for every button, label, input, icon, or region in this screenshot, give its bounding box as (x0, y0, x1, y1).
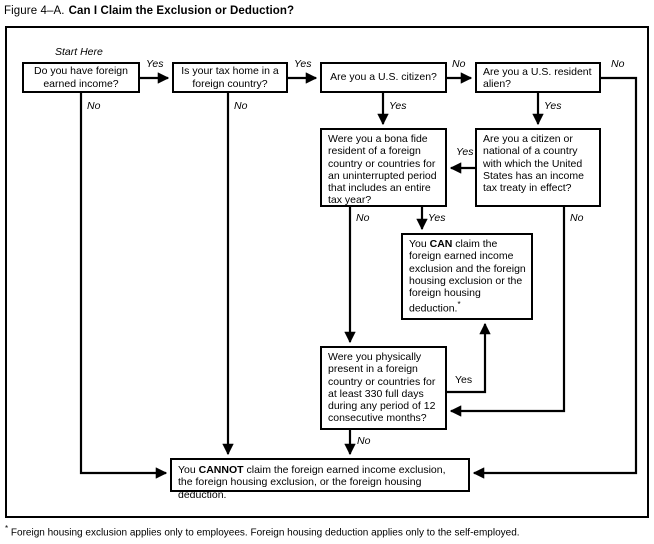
edge-label-q5-yes: Yes (428, 212, 446, 224)
node-q5-bona-fide-resident[interactable]: Were you a bona fide resident of a forei… (320, 128, 447, 207)
node-q1-foreign-earned-income[interactable]: Do you have foreign earned income? (22, 62, 140, 93)
figure-caption: Figure 4–A.Can I Claim the Exclusion or … (4, 5, 294, 17)
node-can-footnote-marker: * (457, 300, 461, 310)
footnote-text: Foreign housing exclusion applies only t… (10, 527, 520, 539)
edge-label-q6-yes: Yes (456, 146, 474, 158)
edge-label-q2-yes: Yes (294, 58, 312, 70)
node-q5-text: Were you a bona fide resident of a forei… (328, 133, 437, 207)
node-q7-text: Were you physically present in a foreign… (328, 351, 436, 425)
footnote: * Foreign housing exclusion applies only… (5, 524, 649, 538)
start-here-label: Start Here (55, 46, 103, 58)
node-q1-text: Do you have foreign earned income? (34, 65, 128, 90)
edge-label-q3-no: No (452, 58, 466, 70)
node-q3-us-citizen[interactable]: Are you a U.S. citizen? (320, 62, 447, 93)
edge-label-q7-no: No (357, 435, 371, 447)
figure-number: Figure 4–A. (4, 5, 65, 17)
edge-label-q5-no: No (356, 212, 370, 224)
footnote-marker: * (5, 524, 9, 533)
node-cannot-emphasis: CANNOT (198, 464, 244, 476)
edge-label-q1-no: No (87, 100, 101, 112)
edge-label-q3-yes: Yes (389, 100, 407, 112)
figure-title: Can I Claim the Exclusion or Deduction? (68, 5, 295, 17)
node-q3-text: Are you a U.S. citizen? (330, 71, 437, 84)
node-cannot-rest: claim the foreign earned income exclusio… (178, 464, 446, 501)
node-q6-text: Are you a citizen or national of a count… (483, 133, 584, 195)
edge-label-q6-no: No (570, 212, 584, 224)
edge-label-q4-no: No (611, 58, 625, 70)
edge-label-q1-yes: Yes (146, 58, 164, 70)
node-cannot-lead: You (178, 464, 199, 476)
flowchart-frame (5, 26, 649, 518)
node-q4-us-resident-alien[interactable]: Are you a U.S. resident alien? (475, 62, 601, 93)
node-can-rest: claim the foreign earned income exclusio… (409, 238, 526, 315)
node-q7-physical-presence-330-days[interactable]: Were you physically present in a foreign… (320, 346, 447, 430)
node-can-claim-result[interactable]: You CAN claim the foreign earned income … (401, 233, 533, 320)
node-q2-tax-home-foreign-country[interactable]: Is your tax home in a foreign country? (172, 62, 288, 93)
node-cannot-claim-result[interactable]: You CANNOT claim the foreign earned inco… (170, 458, 470, 501)
node-q6-tax-treaty-country[interactable]: Are you a citizen or national of a count… (475, 128, 601, 207)
edge-label-q4-yes: Yes (544, 100, 562, 112)
edge-label-q2-no: No (234, 100, 248, 112)
node-can-lead: You (409, 238, 430, 250)
node-q2-text: Is your tax home in a foreign country? (181, 65, 279, 90)
edge-label-q7-yes: Yes (455, 374, 473, 386)
node-can-emphasis: CAN (429, 238, 453, 250)
node-q4-text: Are you a U.S. resident alien? (483, 65, 592, 90)
